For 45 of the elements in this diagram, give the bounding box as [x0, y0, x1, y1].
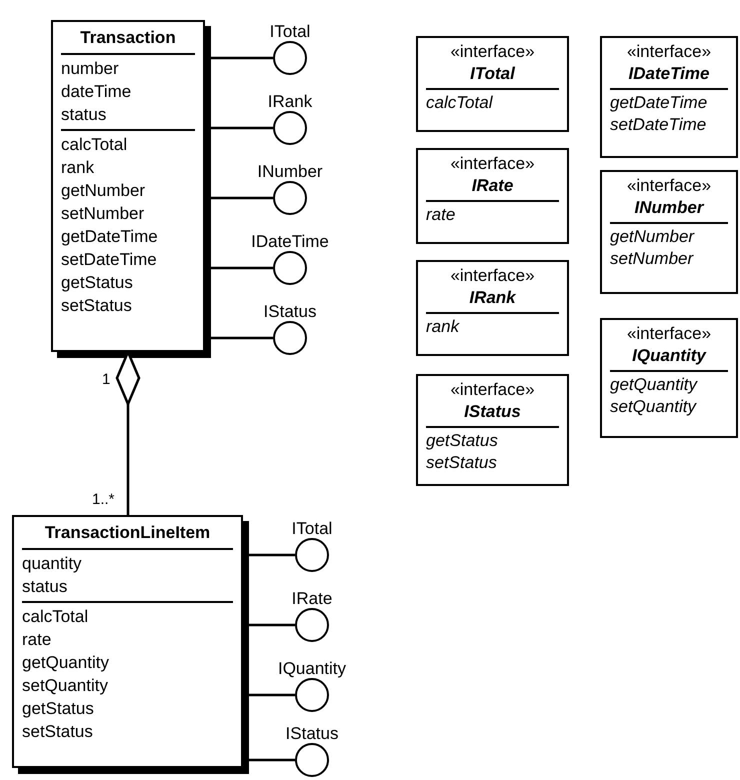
interface-box — [416, 374, 569, 486]
interface-label: INumber — [257, 162, 323, 182]
interface-box — [416, 148, 569, 244]
interface-name: ITotal — [470, 63, 515, 85]
attribute-list: quantity status — [22, 552, 82, 598]
stereotype-label: «interface» — [450, 41, 535, 63]
stereotype-label: «interface» — [626, 323, 712, 345]
operation-list: rank — [426, 316, 460, 338]
operation-list: calcTotal rate getQuantity setQuantity getStatus setStatus — [22, 605, 109, 743]
interface-box — [416, 36, 569, 132]
class-name: Transaction — [80, 27, 176, 49]
multiplicity-label: 1 — [102, 371, 110, 389]
operation-list: rate — [426, 204, 456, 226]
interface-name: IQuantity — [632, 345, 706, 367]
interface-name: IStatus — [464, 401, 521, 423]
multiplicity-label: 1..* — [92, 491, 115, 509]
stereotype-label: «interface» — [450, 379, 535, 401]
interface-label: IDateTime — [251, 232, 329, 252]
interface-box — [600, 36, 738, 158]
operation-list: getQuantity setQuantity — [610, 374, 697, 418]
interface-box — [600, 318, 738, 438]
interface-name: IDateTime — [628, 63, 710, 85]
interface-label: ITotal — [270, 22, 310, 42]
interface-name: IRate — [472, 175, 514, 197]
attribute-list: number dateTime status — [61, 57, 132, 126]
class-name: TransactionLineItem — [44, 522, 210, 544]
interface-label: IStatus — [264, 302, 316, 322]
interface-box — [600, 170, 738, 294]
operation-list: getDateTime setDateTime — [610, 92, 708, 136]
interface-label: ITotal — [292, 519, 332, 539]
interface-box — [416, 260, 569, 356]
stereotype-label: «interface» — [450, 153, 535, 175]
operation-list: getStatus setStatus — [426, 430, 498, 474]
operation-list: calcTotal — [426, 92, 492, 114]
interface-name: IRank — [469, 287, 516, 309]
interface-label: IRate — [292, 589, 332, 609]
stereotype-label: «interface» — [450, 265, 535, 287]
stereotype-label: «interface» — [626, 175, 712, 197]
interface-name: INumber — [634, 197, 704, 219]
interface-label: IRank — [268, 92, 312, 112]
operation-list: getNumber setNumber — [610, 226, 694, 270]
stereotype-label: «interface» — [626, 41, 712, 63]
operation-list: calcTotal rank getNumber setNumber getDateTime setDateTime getStatus setStatus — [61, 133, 158, 317]
interface-label: IStatus — [286, 724, 338, 744]
interface-label: IQuantity — [278, 659, 346, 679]
